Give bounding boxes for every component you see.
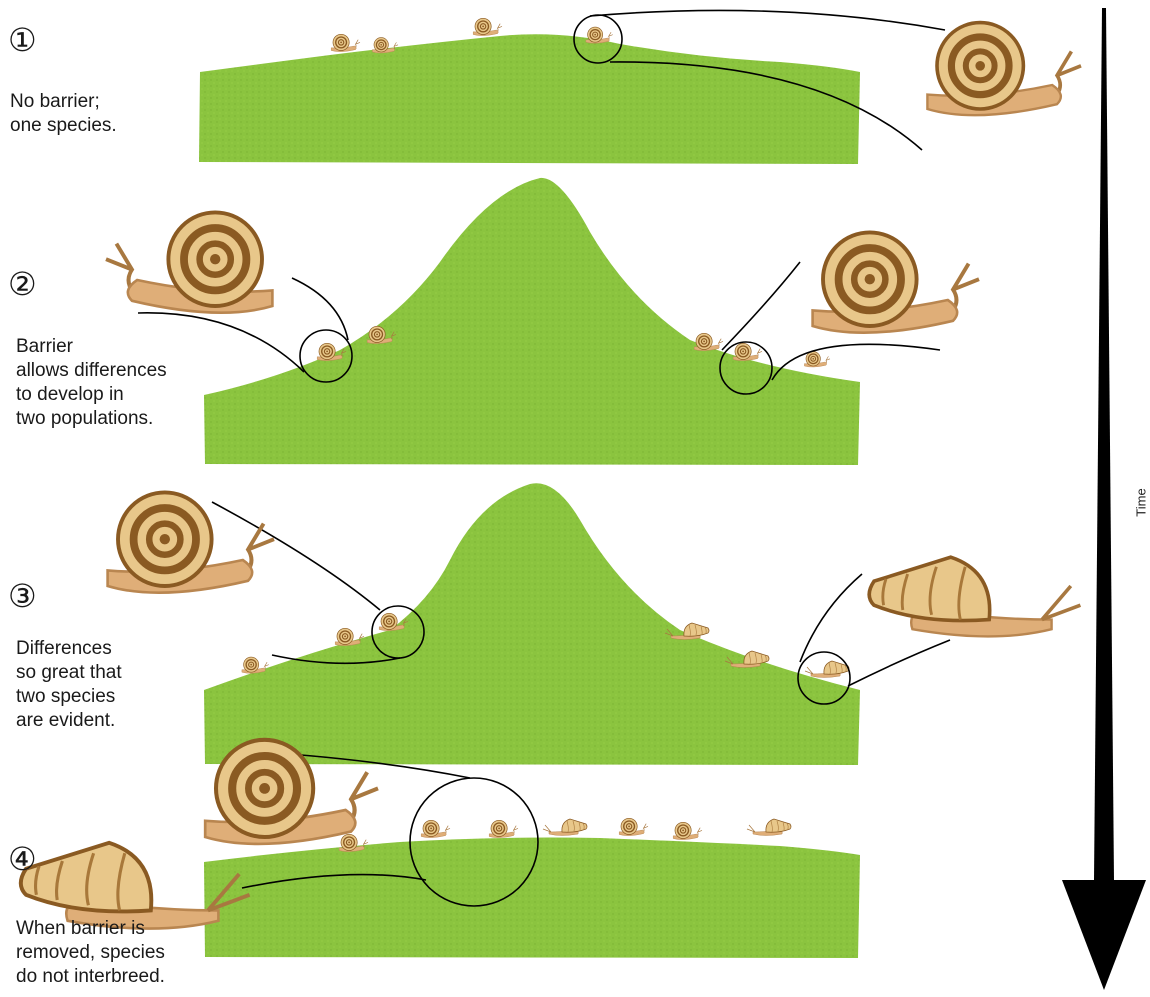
- large-snail: [108, 492, 274, 592]
- small-snail: [586, 27, 613, 43]
- panel-2-scene: [106, 178, 979, 465]
- small-snail: [805, 661, 849, 678]
- small-snail: [331, 34, 360, 51]
- magnifier-line: [212, 502, 380, 610]
- step-number-4: ④: [8, 843, 37, 875]
- caption-line: two species: [16, 685, 122, 709]
- caption-line: one species.: [10, 114, 117, 138]
- flat-ground-4: [204, 838, 860, 959]
- small-snail: [694, 333, 723, 350]
- large-snail: [106, 212, 272, 312]
- caption-line: No barrier;: [10, 90, 117, 114]
- magnifier-line: [590, 10, 945, 30]
- small-snail: [339, 834, 368, 851]
- mountain-ground-2: [204, 178, 860, 465]
- small-snail: [747, 819, 791, 836]
- caption-line: Differences: [16, 637, 122, 661]
- small-snail: [372, 38, 398, 53]
- panel-3-scene: [108, 483, 1081, 765]
- flat-ground-1: [199, 34, 860, 164]
- time-axis-label: Time: [1134, 488, 1149, 516]
- step-caption-3: Differences so great that two species ar…: [16, 637, 122, 733]
- small-snail: [473, 18, 502, 35]
- small-snail: [335, 628, 364, 645]
- large-snail: [927, 23, 1081, 116]
- caption-line: two populations.: [16, 407, 167, 431]
- magnifier-line: [848, 640, 950, 686]
- caption-line: do not interbreed.: [16, 965, 165, 989]
- caption-line: When barrier is: [16, 917, 165, 941]
- small-snail: [804, 352, 830, 367]
- step-caption-4: When barrier is removed, species do not …: [16, 917, 165, 989]
- step-caption-2: Barrier allows differences to develop in…: [16, 335, 167, 431]
- large-snail: [813, 232, 979, 332]
- small-snail: [673, 822, 702, 839]
- large-snail: [869, 557, 1080, 636]
- small-snail: [489, 820, 518, 837]
- caption-line: are evident.: [16, 709, 122, 733]
- time-arrow-shaft: [1094, 8, 1114, 880]
- caption-line: Barrier: [16, 335, 167, 359]
- caption-line: removed, species: [16, 941, 165, 965]
- step-number-3: ③: [8, 580, 37, 612]
- step-number-1: ①: [8, 24, 37, 56]
- small-snail: [733, 343, 762, 360]
- step-caption-1: No barrier; one species.: [10, 90, 117, 138]
- step-number-2: ②: [8, 268, 37, 300]
- magnifier-line: [722, 262, 800, 350]
- time-arrow-head: [1062, 880, 1146, 990]
- magnifier-line: [800, 574, 862, 662]
- panel-1-scene: [199, 10, 1081, 164]
- caption-line: allows differences: [16, 359, 167, 383]
- small-snail: [543, 819, 587, 836]
- small-snail: [242, 657, 269, 673]
- caption-line: so great that: [16, 661, 122, 685]
- caption-line: to develop in: [16, 383, 167, 407]
- mountain-ground-3: [204, 483, 860, 765]
- small-snail: [619, 818, 648, 835]
- small-snail: [421, 820, 450, 837]
